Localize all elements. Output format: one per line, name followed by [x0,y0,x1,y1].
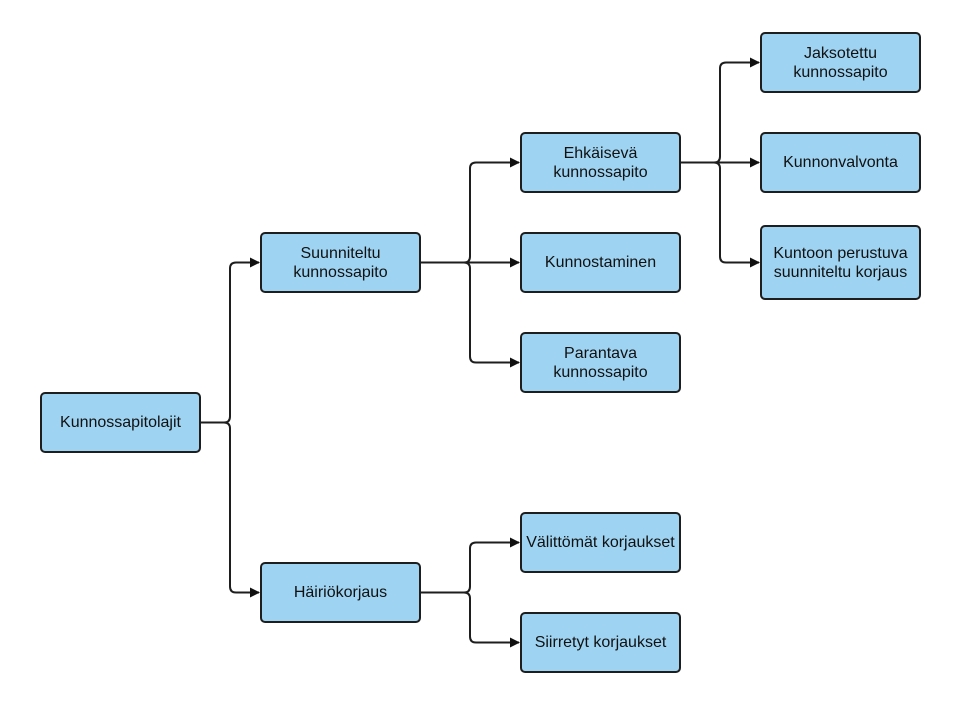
node-kunnonvalvonta[interactable]: Kunnonvalvonta [760,132,921,193]
connector-ehk-kuntoon [681,161,760,268]
node-label: Kunnossapitolajit [60,414,181,431]
connector-hairio-valit [421,537,520,594]
node-suunniteltu-kunnossapito[interactable]: Suunniteltu kunnossapito [260,232,421,293]
node-parantava-kunnossapito[interactable]: Parantava kunnossapito [520,332,681,393]
connector-ehk-jaks [681,57,760,164]
node-kunnostaminen[interactable]: Kunnostaminen [520,232,681,293]
node-kunnossapitolajit[interactable]: Kunnossapitolajit [40,392,201,453]
node-siirretyt-korjaukset[interactable]: Siirretyt korjaukset [520,612,681,673]
node-label: Suunniteltu kunnossapito [293,244,388,281]
node-label: Kuntoon perustuva suunniteltu korjaus [773,244,908,281]
node-ehkaiseva-kunnossapito[interactable]: Ehkäisevä kunnossapito [520,132,681,193]
connector-suun-ehk [421,157,520,264]
node-label: Parantava kunnossapito [553,344,648,381]
node-label: Välittömät korjaukset [526,534,675,551]
connector-root-suun [201,257,260,424]
node-label: Ehkäisevä kunnossapito [553,144,648,181]
connector-hairio-siirr [421,591,520,648]
node-valittomat-korjaukset[interactable]: Välittömät korjaukset [520,512,681,573]
node-label: Jaksotettu kunnossapito [793,44,888,81]
node-label: Siirretyt korjaukset [534,634,667,651]
node-label: Kunnonvalvonta [783,154,898,171]
node-jaksotettu-kunnossapito[interactable]: Jaksotettu kunnossapito [760,32,921,93]
node-label: Kunnostaminen [544,254,657,271]
connector-suun-parant [421,261,520,368]
node-hairiokorjaus[interactable]: Häiriökorjaus [260,562,421,623]
connector-root-hairio [201,421,260,598]
node-label: Häiriökorjaus [293,584,388,601]
node-kuntoon-perustuva-korjaus[interactable]: Kuntoon perustuva suunniteltu korjaus [760,225,921,300]
